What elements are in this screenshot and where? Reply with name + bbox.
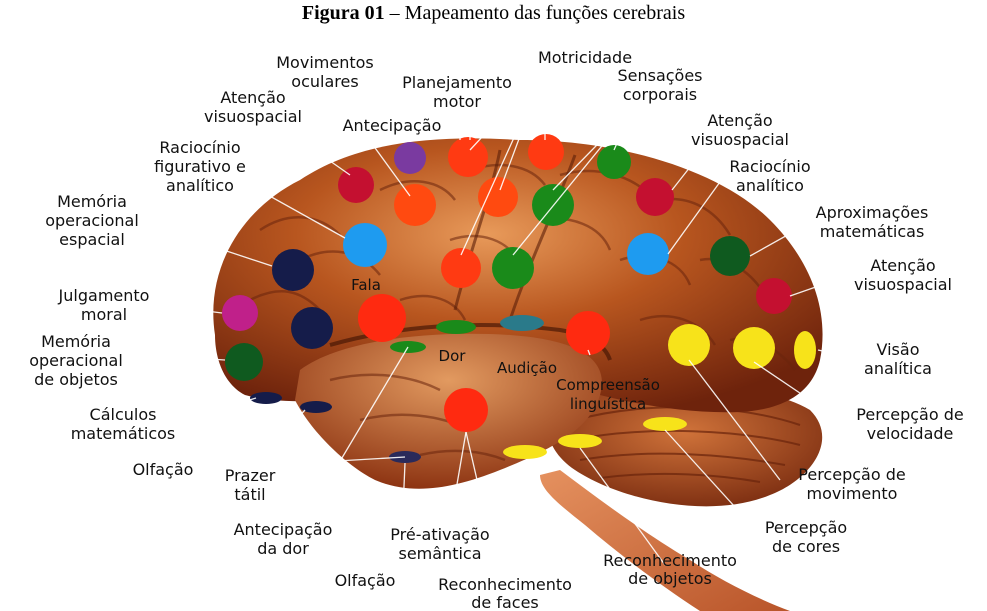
spot-reconhecimento-faces xyxy=(444,388,488,432)
spot-audicao xyxy=(500,315,544,331)
spot-atencao-right-top xyxy=(636,178,674,216)
spot-julgamento xyxy=(222,295,258,331)
spot-planejamento xyxy=(478,177,518,217)
label-reconhecimento-faces: Reconhecimentode faces xyxy=(438,575,572,611)
label-dor: Dor xyxy=(439,347,467,365)
label-julgamento-moral: Julgamentomoral xyxy=(58,286,150,324)
label-antecipacao-dor: Antecipaçãoda dor xyxy=(234,520,333,558)
spot-visao-1 xyxy=(668,324,710,366)
spot-compreensao xyxy=(566,311,610,355)
label-pre-ativacao-semantica: Pré-ativaçãosemântica xyxy=(390,525,489,563)
label-aproximacoes-matematicas: Aproximaçõesmatemáticas xyxy=(816,203,929,241)
spot-raciocinio-analitico xyxy=(627,233,669,275)
label-memoria-operacional-espacial: Memóriaoperacionalespacial xyxy=(45,192,139,249)
label-calculos-matematicos: Cálculosmatemáticos xyxy=(71,405,176,443)
label-planejamento-motor: Planejamentomotor xyxy=(402,73,512,111)
spot-atencao-right xyxy=(756,278,792,314)
spot-motricidade-2 xyxy=(528,134,564,170)
label-visao-analitica: Visãoanalítica xyxy=(864,340,932,378)
label-audicao: Audição xyxy=(497,359,557,377)
spot-memoria-espacial xyxy=(272,249,314,291)
label-percepcao-velocidade: Percepção develocidade xyxy=(856,405,963,443)
spot-atencao-left xyxy=(338,167,374,203)
spot-fala xyxy=(358,294,406,342)
label-movimentos-oculares: Movimentosoculares xyxy=(276,53,373,91)
spot-objetos xyxy=(503,445,547,459)
spot-sensacoes-3 xyxy=(492,247,534,289)
spot-memoria-objetos-navy xyxy=(291,307,333,349)
spot-prazer-tatil xyxy=(300,401,332,413)
spot-antecipacao xyxy=(394,184,436,226)
label-antecipacao: Antecipação xyxy=(343,116,442,135)
label-olfacao-bottom: Olfação xyxy=(335,571,396,590)
spot-memoria-objetos xyxy=(225,343,263,381)
label-percepcao-movimento: Percepção demovimento xyxy=(798,465,905,503)
spot-cores-2 xyxy=(558,434,602,448)
spot-sensacoes xyxy=(597,145,631,179)
spot-visao-3 xyxy=(794,331,816,369)
label-raciocinio-analitico: Raciocínioanalítico xyxy=(729,157,810,195)
label-raciocinio-figurativo: Raciocíniofigurativo eanalítico xyxy=(154,138,246,195)
label-percepcao-cores: Percepçãode cores xyxy=(765,518,847,556)
label-atencao-visuospacial-top-right: Atençãovisuospacial xyxy=(691,111,789,149)
spot-antecipacao-purple xyxy=(394,142,426,174)
label-sensacoes-corporais: Sensaçõescorporais xyxy=(617,66,702,104)
label-atencao-visuospacial-left: Atençãovisuospacial xyxy=(204,88,302,126)
label-memoria-operacional-objetos: Memóriaoperacionalde objetos xyxy=(29,332,123,389)
label-atencao-visuospacial-right: Atençãovisuospacial xyxy=(854,256,952,294)
spot-motricidade xyxy=(448,137,488,177)
label-fala: Fala xyxy=(351,276,381,294)
label-olfacao-left: Olfação xyxy=(133,460,194,479)
label-compreensao-linguistica: Compreensãolinguística xyxy=(556,376,660,413)
spot-raciocinio-figurativo xyxy=(343,223,387,267)
spot-aproximacoes xyxy=(710,236,750,276)
label-motricidade: Motricidade xyxy=(538,48,632,67)
label-prazer-tatil: Prazertátil xyxy=(225,466,276,504)
spot-dor xyxy=(436,320,476,334)
spot-cores-1 xyxy=(643,417,687,431)
